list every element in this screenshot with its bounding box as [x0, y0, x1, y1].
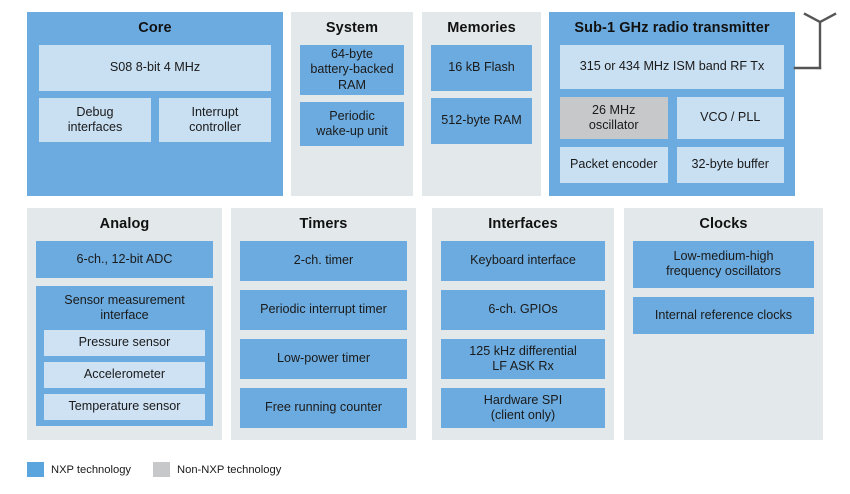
block-hardware-spi: Hardware SPI (client only) — [441, 387, 605, 428]
panel-clocks-title: Clocks — [699, 216, 748, 232]
block-periodic-interrupt-timer: Periodic interrupt timer — [240, 289, 407, 330]
panel-memories-title: Memories — [447, 20, 516, 36]
panel-interfaces-title: Interfaces — [488, 216, 558, 232]
group-sensor-measurement-interface: Sensor measurement interface Pressure se… — [36, 285, 213, 426]
legend-swatch-nxp-icon — [27, 462, 44, 477]
block-ram: 512-byte RAM — [431, 97, 532, 144]
block-accelerometer: Accelerometer — [44, 361, 205, 388]
block-debug-interfaces: Debug interfaces — [39, 97, 151, 142]
panel-analog-title: Analog — [99, 216, 150, 232]
panel-analog: Analog 6-ch., 12-bit ADC Sensor measurem… — [27, 208, 222, 440]
block-flash: 16 kB Flash — [431, 44, 532, 91]
block-adc: 6-ch., 12-bit ADC — [36, 240, 213, 278]
panel-core: Core S08 8-bit 4 MHz Debug interfaces In… — [27, 12, 283, 196]
panel-radio-transmitter-title: Sub-1 GHz radio transmitter — [574, 20, 770, 36]
panel-clocks: Clocks Low-medium-high frequency oscilla… — [624, 208, 823, 440]
block-low-power-timer: Low-power timer — [240, 338, 407, 379]
group-sensor-measurement-interface-title: Sensor measurement interface — [64, 292, 185, 323]
block-rf-tx: 315 or 434 MHz ISM band RF Tx — [560, 44, 784, 89]
block-gpios: 6-ch. GPIOs — [441, 289, 605, 330]
block-internal-reference-clocks: Internal reference clocks — [633, 296, 814, 334]
panel-core-title: Core — [138, 20, 172, 36]
block-lf-ask-rx: 125 kHz differential LF ASK Rx — [441, 338, 605, 379]
panel-system: System 64-byte battery-backed RAM Period… — [291, 12, 413, 196]
legend-label-non-nxp: Non-NXP technology — [177, 463, 282, 476]
panel-memories: Memories 16 kB Flash 512-byte RAM — [422, 12, 541, 196]
legend-item-nxp: NXP technology — [27, 462, 131, 477]
legend: NXP technology Non-NXP technology — [27, 462, 281, 477]
panel-timers-title: Timers — [299, 216, 348, 232]
block-frequency-oscillators: Low-medium-high frequency oscillators — [633, 240, 814, 288]
block-interrupt-controller: Interrupt controller — [159, 97, 271, 142]
legend-item-non-nxp: Non-NXP technology — [153, 462, 281, 477]
panel-interfaces: Interfaces Keyboard interface 6-ch. GPIO… — [432, 208, 614, 440]
block-pressure-sensor: Pressure sensor — [44, 329, 205, 356]
block-periodic-wakeup-unit: Periodic wake-up unit — [300, 101, 404, 146]
panel-system-title: System — [325, 20, 379, 36]
block-free-running-counter: Free running counter — [240, 387, 407, 428]
block-32-byte-buffer: 32-byte buffer — [676, 146, 784, 183]
block-battery-backed-ram: 64-byte battery-backed RAM — [300, 44, 404, 95]
panel-radio-transmitter: Sub-1 GHz radio transmitter 315 or 434 M… — [549, 12, 795, 196]
block-core-cpu: S08 8-bit 4 MHz — [39, 44, 271, 91]
legend-swatch-non-nxp-icon — [153, 462, 171, 477]
legend-label-nxp: NXP technology — [51, 463, 132, 476]
panel-timers: Timers 2-ch. timer Periodic interrupt ti… — [231, 208, 416, 440]
block-packet-encoder: Packet encoder — [560, 146, 668, 183]
block-keyboard-interface: Keyboard interface — [441, 240, 605, 281]
block-2ch-timer: 2-ch. timer — [240, 240, 407, 281]
block-vco-pll: VCO / PLL — [676, 96, 784, 139]
block-26mhz-oscillator: 26 MHz oscillator — [560, 96, 668, 139]
block-temperature-sensor: Temperature sensor — [44, 393, 205, 420]
antenna-icon — [793, 12, 837, 70]
